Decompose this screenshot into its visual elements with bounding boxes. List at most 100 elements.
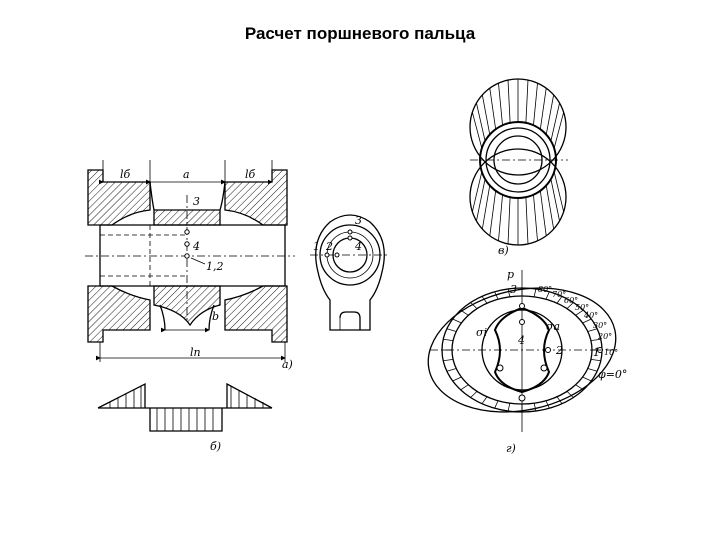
side-point-4: 4 [354,240,362,253]
stress-ray [446,328,457,332]
dim-label-ln: lп [190,346,201,359]
sigma-a-label: σa [546,320,560,333]
side-view-rod-end [310,214,390,331]
stress-ray [575,384,584,391]
angle-phi-0: φ=0° [598,368,627,381]
stress-ray [470,391,478,398]
figure-b-load-diagram [97,382,273,432]
stress-ray [545,400,550,409]
figure-v-pressure [469,78,568,246]
pressure-ray [525,197,529,244]
stress-ray [587,368,598,372]
dim-label-lb-right: lб [245,168,256,181]
stress-ray [590,338,601,342]
dim-label-a: a [183,168,190,181]
pressure-ray [533,194,538,241]
top-left-boss [87,169,151,226]
caption-b: б) [210,440,221,453]
stress-ray [556,396,563,404]
g-point-3: 3 [510,283,517,296]
pressure-ray [489,88,497,130]
point-label-3: 3 [193,195,200,208]
pressure-ray [507,197,511,244]
g-point-2: 2 [555,344,563,357]
angle-10: 10° [604,348,618,357]
stress-ray [533,403,537,412]
top-right-boss [224,169,288,226]
figure-a-section [85,160,295,362]
point-label-4: 4 [192,240,200,253]
stress-ray [590,358,601,362]
angle-40: 40° [583,311,598,320]
pressure-ray [550,178,560,222]
pressure-ray [545,94,555,135]
stress-ray [533,288,537,297]
bottom-rod-head [153,285,221,327]
dim-label-b: b [212,310,219,323]
pressure-ray [489,190,497,236]
pressure-ray [553,171,565,212]
stress-ray [481,396,488,404]
stress-ray [582,376,592,382]
caption-v: в) [498,244,509,257]
stress-ray [481,296,488,304]
g-point-1: 1 [593,346,600,359]
stress-ray [443,338,454,342]
pressure-ray [525,80,529,123]
stress-ray [545,291,550,300]
stress-ray [494,400,499,409]
pressure-ray [539,88,547,130]
pressure-ray [539,190,547,236]
pressure-ray [533,83,538,126]
figure-g-stress [427,270,617,432]
stress-ray [452,318,462,324]
stress-ray [460,384,469,391]
pressure-ray [498,194,503,241]
pressure-ray [481,94,491,135]
stress-ray [566,302,574,309]
sigma-i-label: σi [476,326,487,339]
side-point-2: 2 [325,240,333,253]
angle-20: 20° [597,332,612,341]
pressure-ray [498,83,503,126]
caption-g: г) [506,442,516,455]
angle-80: 80° [538,285,552,294]
stress-ray [507,403,511,412]
stress-ray [507,288,511,297]
stress-ray [470,302,478,309]
stress-ray [494,291,499,300]
pressure-ray [476,102,486,142]
dim-label-lb-left: lб [120,168,131,181]
angle-50: 50° [575,303,589,312]
side-point-1: 1 [313,240,320,253]
pressure-ray [545,185,555,230]
bottom-right-boss [224,285,288,343]
stress-ray [566,391,574,398]
pressure-ray [481,185,491,230]
axis-label-p: p [507,268,514,281]
stress-ray [575,309,584,316]
g-point-4: 4 [517,334,525,347]
stress-ray [446,368,457,372]
bottom-left-boss [87,285,151,343]
pressure-ray [476,178,486,222]
point-label-12: 1,2 [206,260,224,273]
angle-30: 30° [593,321,607,330]
page-title: Расчет поршневого пальца [244,24,476,43]
pressure-ray [471,112,483,149]
stress-ray [582,318,592,324]
caption-a: а) [282,358,293,371]
side-point-3: 3 [355,214,362,227]
pressure-ray [550,102,560,142]
angle-60: 60° [564,296,578,305]
pressure-ray [471,171,483,212]
pressure-ray [553,112,565,149]
stress-ray [452,376,462,382]
pressure-ray [507,80,511,123]
stress-ray [460,309,469,316]
stress-ray [556,296,563,304]
angle-70: 70° [552,290,566,299]
stress-ray [587,328,598,332]
stress-ray [443,358,454,362]
